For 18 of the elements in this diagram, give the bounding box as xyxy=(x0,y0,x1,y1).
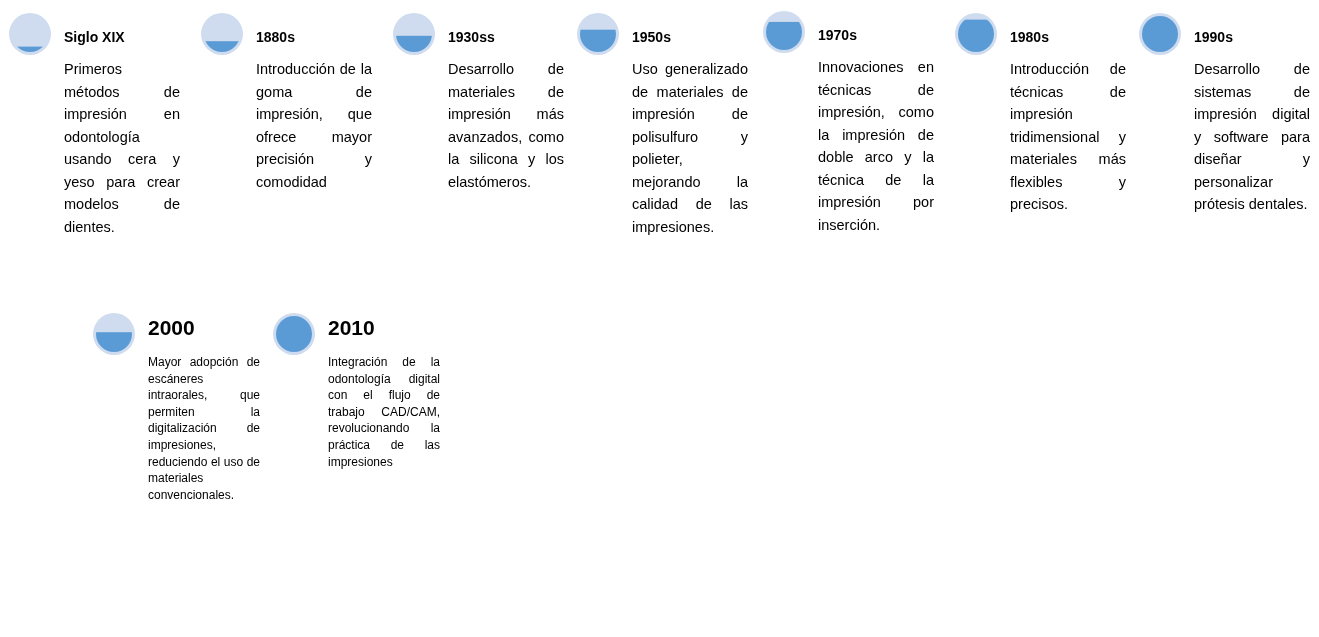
description-text: Innovaciones en técnicas de impresión, como la impresión de doble arco y la técnica de la impresión por inserción. xyxy=(818,58,934,235)
year-heading: 1980s xyxy=(1010,29,1049,45)
description-text: Introducción de la goma de impresión, que ofrece mayor precisión y comodidad xyxy=(256,60,372,192)
description-text: Uso generalizado de materiales de impresión de polisulfuro y polieter, mejorando la calidad de las impresiones. xyxy=(632,60,748,237)
year-heading: 2010 xyxy=(328,316,375,340)
description-text: Desarrollo de materiales de impresión más avanzados, como la silicona y los elastómeros. xyxy=(448,60,564,192)
year-heading: 1990s xyxy=(1194,29,1233,45)
year-heading: 1880s xyxy=(256,29,295,45)
year-heading: 1970s xyxy=(818,27,857,43)
description-text: Introducción de técnicas de impresión tridimensional y materiales más flexibles y precisos. xyxy=(1010,60,1126,214)
description-text: Desarrollo de sistemas de impresión digital y software para diseñar y personalizar prótesis dentales. xyxy=(1194,60,1310,214)
year-heading: 2000 xyxy=(148,316,195,340)
year-heading: 1930ss xyxy=(448,29,495,45)
description-text: Primeros métodos de impresión en odontología usando cera y yeso para crear modelos de dientes. xyxy=(64,60,180,237)
description-text: Mayor adopción de escáneres intraorales, que permiten la digitalización de impresiones, reduciendo el uso de materiales convencionales. xyxy=(148,354,260,504)
year-heading: 1950s xyxy=(632,29,671,45)
description-text: Integración de la odontología digital con el flujo de trabajo CAD/CAM, revolucionando la práctica de las impresiones xyxy=(328,354,440,471)
year-heading: Siglo XIX xyxy=(64,29,125,45)
